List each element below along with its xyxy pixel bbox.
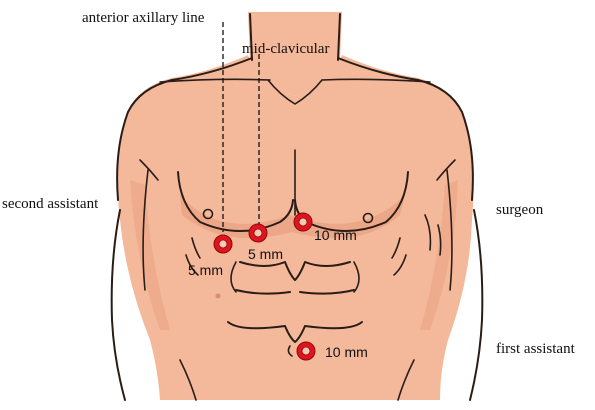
sternal-notch [267,79,323,105]
side-shadow-right [420,180,458,330]
neck-right-line [337,13,341,61]
lower-abs [227,321,363,343]
abs-ridge-left [230,261,237,293]
abs-ridge-right [353,261,360,293]
anterior-axillary-line-label: anterior axillary line [82,10,205,26]
pec-shadow [180,195,405,239]
left-nipple [202,208,214,220]
port-anterior-axillary-center [218,239,228,249]
shoulder-left [116,57,253,201]
right-pec-outline [294,171,409,232]
navel [287,345,293,357]
port-subxiphoid-center [298,217,308,227]
port-mid-clavicular-size: 5 mm [248,246,283,262]
lower-abdomen-left [179,359,197,401]
lower-abdomen-right [397,359,415,401]
port-anterior-axillary [213,234,233,254]
torso-illustration [110,12,484,401]
upper-abs [239,261,351,281]
left-arm-inner [142,169,149,291]
mid-abs-right [299,289,355,295]
left-arm-edge [110,209,126,401]
left-pec-outline [177,171,294,232]
right-deltoid [436,159,456,181]
mid-clavicular-label: mid-clavicular [242,41,329,57]
second-assistant-label: second assistant [2,196,99,212]
port-mid-clavicular-center [253,228,263,238]
port-anterior-axillary-size: 5 mm [188,262,223,278]
clavicle-right [321,78,431,83]
right-serratus [391,237,407,276]
right-arm-inner [446,169,453,291]
first-assistant-label: first assistant [496,341,576,357]
surgeon-label: surgeon [496,202,544,218]
port-umbilical-size: 10 mm [325,344,368,360]
left-deltoid [139,159,159,181]
port-mid-clavicular [248,223,268,243]
neck-left-line [249,13,253,61]
port-subxiphoid-size: 10 mm [314,227,357,243]
side-shadow-left [130,180,170,330]
port-subxiphoid [293,212,313,232]
port-umbilical [296,341,316,361]
right-arm-edge [469,209,484,401]
mid-abs-left [235,289,291,295]
neck [248,12,342,96]
left-serratus [185,237,201,276]
port-umbilical-center [301,346,311,356]
shoulder-right [337,57,474,201]
right-nipple [362,212,374,224]
skin-mark [215,293,221,299]
right-lat-hints [424,214,442,256]
